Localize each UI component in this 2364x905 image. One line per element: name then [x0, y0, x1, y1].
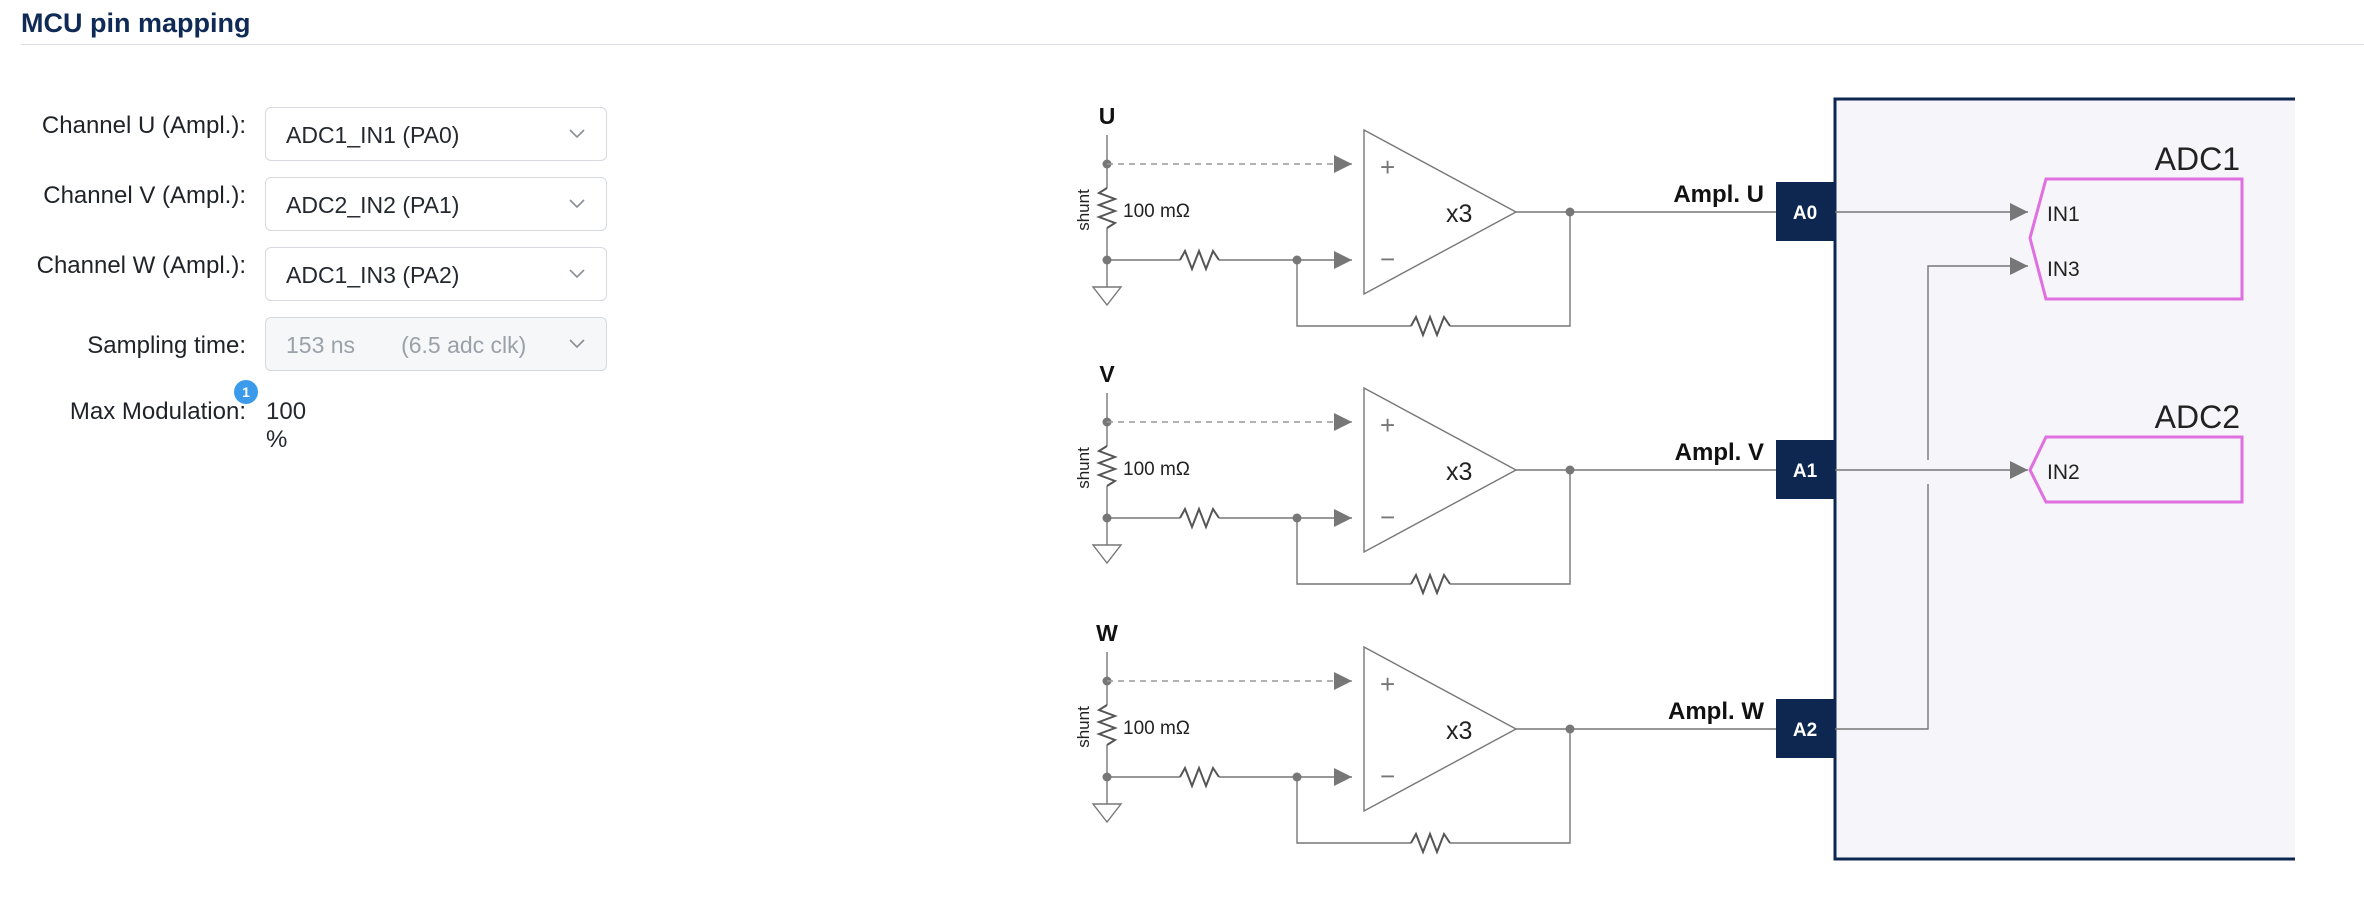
mcu-block — [1835, 99, 2295, 859]
adc2-label: ADC2 — [2155, 399, 2240, 435]
minus-sign: − — [1380, 502, 1395, 532]
channel-u-label: Channel U (Ampl.): — [41, 112, 246, 139]
shunt-label: shunt — [1074, 447, 1093, 489]
plus-sign: + — [1380, 410, 1395, 440]
channel-w-label: Channel W (Ampl.): — [36, 252, 246, 279]
channel-w-select[interactable]: ADC1_IN3 (PA2) — [265, 247, 607, 301]
channel-v-label: Channel V (Ampl.): — [43, 182, 246, 209]
phase-u-label: U — [1099, 103, 1116, 129]
channel-v-select[interactable]: ADC2_IN2 (PA1) — [265, 177, 607, 231]
shunt-label: shunt — [1074, 189, 1093, 231]
max-modulation-value: 100 % — [266, 398, 307, 453]
sampling-time-select[interactable]: 153 ns (6.5 adc clk) — [265, 317, 607, 371]
channel-w-value: ADC1_IN3 (PA2) — [286, 262, 460, 288]
adc1-label: ADC1 — [2155, 141, 2240, 177]
chevron-down-icon — [569, 269, 585, 279]
ampl-v-label: Ampl. V — [1675, 439, 1764, 466]
adc2-block — [2028, 435, 2244, 504]
ground-icon — [1091, 803, 1123, 824]
gain-label: x3 — [1446, 458, 1472, 486]
info-badge[interactable]: 1 — [234, 380, 258, 404]
max-modulation-label: Max Modulation: — [69, 398, 246, 425]
gain-label: x3 — [1446, 717, 1472, 745]
gain-label: x3 — [1446, 200, 1472, 228]
channel-u-circuit: U shunt 100 mΩ + − x3 Ampl. U A0 — [1074, 103, 1835, 338]
ground-icon — [1091, 544, 1123, 565]
channel-u-select[interactable]: ADC1_IN1 (PA0) — [265, 107, 607, 161]
adc1-block — [2028, 177, 2244, 301]
chevron-down-icon — [569, 199, 585, 209]
sampling-time-clk: (6.5 adc clk) — [401, 332, 527, 358]
plus-sign: + — [1380, 152, 1395, 182]
adc1-in3-label: IN3 — [2047, 258, 2080, 281]
minus-sign: − — [1380, 761, 1395, 791]
pin-a2-label: A2 — [1793, 720, 1817, 741]
pin-a2 — [1776, 699, 1835, 758]
chevron-down-icon — [569, 129, 585, 139]
amplifier-w — [1363, 645, 1518, 813]
phase-v-label: V — [1099, 361, 1115, 387]
shunt-value: 100 mΩ — [1123, 201, 1190, 222]
pin-a0-label: A0 — [1793, 203, 1817, 224]
ampl-u-label: Ampl. U — [1673, 181, 1764, 208]
adc2-in2-label: IN2 — [2047, 461, 2080, 484]
pin-a0 — [1776, 182, 1835, 241]
phase-w-label: W — [1096, 620, 1118, 646]
plus-sign: + — [1380, 669, 1395, 699]
channel-u-value: ADC1_IN1 (PA0) — [286, 122, 460, 148]
channel-v-circuit: V shunt 100 mΩ + − x3 Ampl. V A1 — [1074, 361, 1835, 596]
shunt-resistor-icon — [1096, 704, 1118, 746]
sampling-time-label: Sampling time: — [87, 332, 246, 359]
wire-a2-in3 — [1835, 266, 2028, 730]
sampling-time-value: 153 ns (6.5 adc clk) — [286, 332, 526, 359]
chevron-down-icon — [569, 339, 585, 349]
channel-w-circuit: W shunt 100 mΩ + − x3 Ampl. W A2 — [1074, 620, 1835, 855]
minus-sign: − — [1380, 244, 1395, 274]
shunt-resistor-icon — [1096, 187, 1118, 229]
pin-a1 — [1776, 440, 1835, 499]
shunt-resistor-icon — [1096, 445, 1118, 487]
sampling-time-ns: 153 ns — [286, 332, 356, 358]
section-title: MCU pin mapping — [21, 8, 251, 38]
adc1-in1-label: IN1 — [2047, 203, 2080, 226]
section-divider — [21, 44, 2364, 45]
ground-icon — [1091, 286, 1123, 307]
ampl-w-label: Ampl. W — [1668, 698, 1764, 725]
shunt-value: 100 mΩ — [1123, 459, 1190, 480]
pin-a1-label: A1 — [1793, 461, 1818, 482]
shunt-label: shunt — [1074, 706, 1093, 748]
amplifier-u — [1363, 128, 1518, 296]
shunt-value: 100 mΩ — [1123, 718, 1190, 739]
channel-v-value: ADC2_IN2 (PA1) — [286, 192, 460, 218]
amplifier-v — [1363, 386, 1518, 554]
